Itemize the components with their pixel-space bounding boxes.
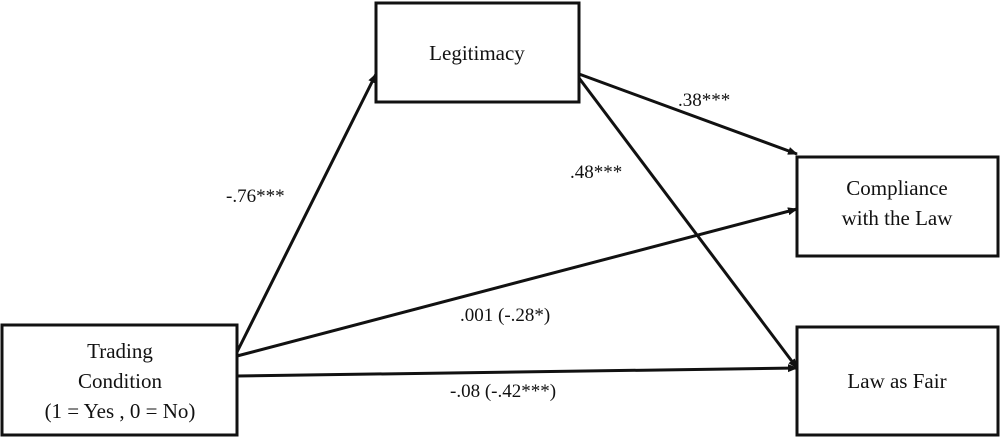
- edge-label-trading-legitimacy: -.76***: [226, 186, 285, 207]
- node-trading-label-line3: (1 = Yes , 0 = No): [45, 399, 196, 423]
- node-compliance-box: [795, 155, 1000, 258]
- edge-legitimacy-to-fair: [577, 77, 799, 369]
- edge-legitimacy-to-compliance: [578, 72, 798, 156]
- edge-trading-to-fair: [236, 364, 798, 378]
- node-law-as-fair: Law as Fair: [795, 325, 1000, 437]
- node-compliance-label-line2: with the Law: [842, 206, 954, 230]
- node-trading-label-line2: Condition: [78, 369, 163, 393]
- node-legitimacy-box: [374, 1, 581, 104]
- node-fair-label: Law as Fair: [847, 369, 946, 393]
- node-trading-condition: Trading Condition (1 = Yes , 0 = No): [0, 323, 239, 437]
- node-trading-box: [0, 323, 239, 437]
- edge-label-trading-fair: -.08 (-.42***): [450, 381, 556, 402]
- edge-label-legitimacy-fair: .48***: [570, 162, 622, 183]
- edge-trading-to-legitimacy: [235, 73, 378, 353]
- node-fair-box: [795, 325, 1000, 437]
- node-legitimacy-label: Legitimacy: [429, 41, 525, 65]
- node-trading-label-line1: Trading: [87, 339, 153, 363]
- edge-trading-to-compliance: [236, 207, 798, 358]
- edge-label-trading-compliance: .001 (-.28*): [460, 305, 550, 326]
- edge-label-legitimacy-compliance: .38***: [678, 90, 730, 111]
- node-legitimacy: Legitimacy: [374, 1, 581, 104]
- node-compliance-label-line1: Compliance: [846, 176, 947, 200]
- node-compliance: Compliance with the Law: [795, 155, 1000, 258]
